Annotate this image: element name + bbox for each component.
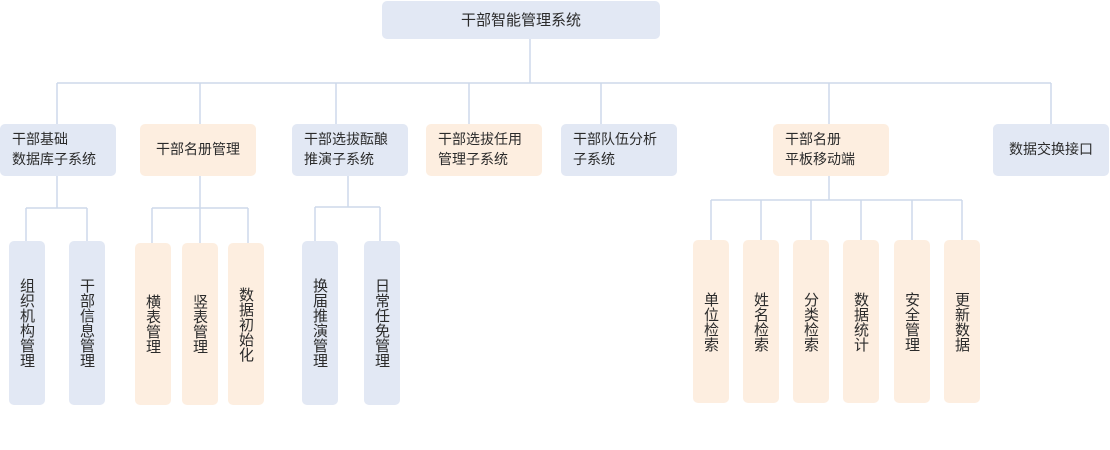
sub-cadre-info: 干部信息管理 xyxy=(69,241,105,405)
sub-label: 组织机构管理 xyxy=(18,278,36,368)
sub-label: 数据统计 xyxy=(852,291,870,352)
module-label-line2: 数据库子系统 xyxy=(12,152,96,168)
module-label-line2: 平板移动端 xyxy=(785,152,855,168)
sub-label: 换届推演管理 xyxy=(311,278,329,368)
module-selection-deliberation: 干部选拔酝酿 推演子系统 xyxy=(292,124,408,176)
module-label-line2: 推演子系统 xyxy=(304,152,374,168)
module-label-line2: 管理子系统 xyxy=(438,152,508,168)
sub-vertical-table: 竖表管理 xyxy=(182,243,218,405)
module-base-database: 干部基础 数据库子系统 xyxy=(0,124,116,176)
sub-category-search: 分类检索 xyxy=(793,240,829,403)
root-label: 干部智能管理系统 xyxy=(460,11,581,29)
sub-horizontal-table: 横表管理 xyxy=(135,243,171,405)
sub-data-init: 数据初始化 xyxy=(228,243,264,405)
sub-unit-search: 单位检索 xyxy=(693,240,729,403)
sub-term-change: 换届推演管理 xyxy=(302,241,338,405)
sub-update-data: 更新数据 xyxy=(944,240,980,403)
sub-label: 横表管理 xyxy=(144,294,162,354)
module-label-line1: 数据交换接口 xyxy=(1009,142,1093,158)
module-label-line1: 干部选拔酝酿 xyxy=(304,132,388,148)
sub-label: 单位检索 xyxy=(702,291,720,352)
module-appointment-management: 干部选拔任用 管理子系统 xyxy=(426,124,542,176)
sub-label: 竖表管理 xyxy=(191,294,209,354)
sub-daily-appointment: 日常任免管理 xyxy=(364,241,400,405)
sub-name-search: 姓名检索 xyxy=(743,240,779,403)
module-roster-management: 干部名册管理 xyxy=(140,124,256,176)
module-label-line1: 干部名册 xyxy=(785,132,841,148)
module-label-line1: 干部基础 xyxy=(12,132,68,148)
sub-label: 更新数据 xyxy=(953,291,971,352)
module-label-line1: 干部队伍分析 xyxy=(573,132,657,148)
module-data-exchange: 数据交换接口 xyxy=(993,124,1109,176)
sub-security-management: 安全管理 xyxy=(894,240,930,403)
sub-org-structure: 组织机构管理 xyxy=(9,241,45,405)
sub-label: 干部信息管理 xyxy=(78,278,96,368)
module-label-line1: 干部选拔任用 xyxy=(438,132,522,148)
sub-label: 日常任免管理 xyxy=(373,278,391,368)
sub-label: 数据初始化 xyxy=(237,286,255,362)
module-label-line1: 干部名册管理 xyxy=(156,142,240,158)
module-mobile-roster: 干部名册 平板移动端 xyxy=(773,124,889,176)
module-team-analysis: 干部队伍分析 子系统 xyxy=(561,124,677,176)
sub-label: 分类检索 xyxy=(802,291,820,352)
sub-data-statistics: 数据统计 xyxy=(843,240,879,403)
root-node: 干部智能管理系统 xyxy=(382,1,660,39)
sub-label: 姓名检索 xyxy=(752,291,770,352)
sub-label: 安全管理 xyxy=(903,291,921,352)
module-label-line2: 子系统 xyxy=(573,152,615,168)
